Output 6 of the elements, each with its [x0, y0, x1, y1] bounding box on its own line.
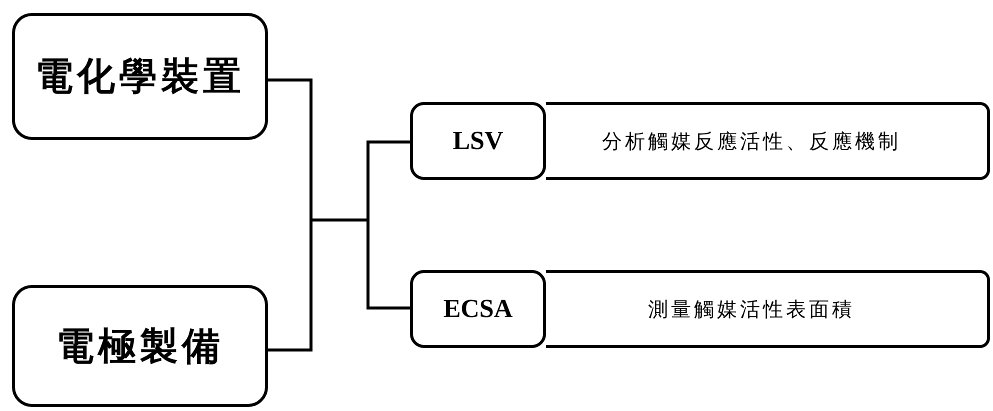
process-box: 電極製備	[12, 285, 268, 407]
method-box: ECSA	[410, 270, 546, 348]
description-box: 分析觸媒反應活性、反應機制	[546, 102, 990, 180]
method-box: LSV	[410, 102, 546, 180]
description-box: 測量觸媒活性表面積	[546, 270, 990, 348]
process-box: 電化學裝置	[12, 13, 268, 140]
